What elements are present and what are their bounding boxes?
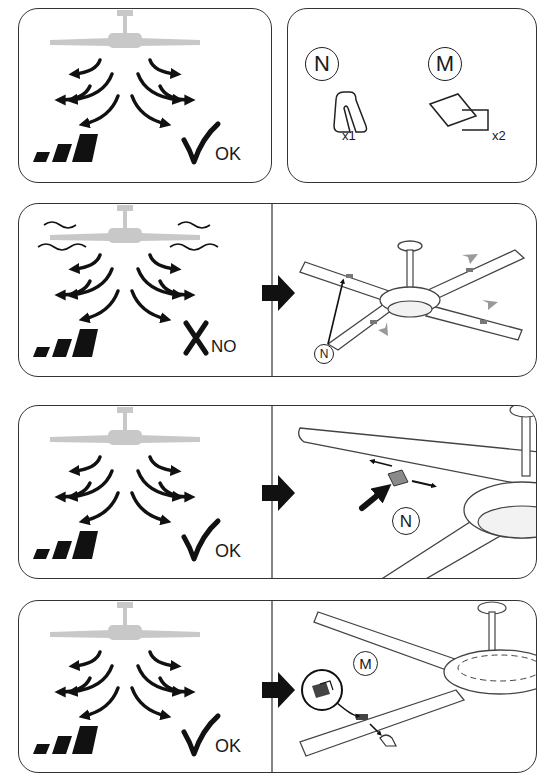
step-panel: NO N [18,203,537,377]
step-panel: x1 x2 N M [287,8,537,183]
move-arrow [372,461,392,466]
fan-blade [428,250,524,300]
clip-spot [370,320,377,324]
part-letter-circle: M [428,47,462,81]
part-letter-circle: N [392,507,420,535]
fan-airflow-group [33,602,218,754]
fan-airflow-icon [33,407,200,559]
leader-arrow [328,281,343,344]
step-arrow [262,672,295,708]
part-letter: N [400,513,412,530]
part-letter: M [436,53,454,75]
clip-spot [466,268,473,272]
step-arrow [262,275,295,311]
pointer-arrow [362,490,384,508]
status-label: NO [211,338,237,355]
balancing-clip [388,470,408,486]
wobble-line [178,222,210,228]
ceiling-cup [510,406,536,417]
fan-airflow-icon [33,205,200,357]
part-letter: N [320,348,329,360]
down-rod [407,250,413,290]
fan-airflow-group [33,407,218,559]
leader-arrow [336,702,358,716]
clip-spot [480,320,487,324]
status-label: x2 [492,129,506,142]
fan-airflow-icon [33,602,200,754]
wobble-line [38,244,86,250]
check-mark [184,521,218,559]
wobble-line [44,222,76,228]
step-panel: OK N [18,405,537,579]
part-letter-circle: M [353,651,378,676]
pointer-arrow [482,300,498,310]
step-arrow [262,475,295,511]
part-letter-circle: N [314,344,334,364]
fan-airflow-group [33,205,218,357]
fan-weight-view [300,602,536,756]
light-cover [478,506,536,538]
part-letter: M [359,656,372,671]
weight-sticker [312,682,330,698]
fan-blade [426,306,522,340]
fan-blade [328,304,392,350]
move-arrow [412,481,434,486]
status-label: OK [215,145,241,163]
part-letter: N [314,53,330,75]
motor-housing [464,482,536,538]
motor-housing [444,650,536,694]
status-label: x1 [342,129,356,142]
status-label: OK [215,542,241,560]
weight-sticker [320,681,333,690]
vent-ring [458,655,536,681]
step-panel: OK [18,8,272,183]
wobble-lines [38,222,218,250]
blade-closeup [299,406,536,578]
fan-airflow-icon [33,10,200,162]
check-mark [184,124,218,162]
status-label: OK [215,737,241,755]
check-mark [184,716,218,754]
weight-spot [356,714,368,720]
fan-blade [300,262,392,302]
pointer-arrow [462,254,478,264]
pointer-arrows [378,254,498,336]
move-arrows [372,461,434,486]
removed-clip [380,735,396,746]
light-cover [388,301,432,317]
balancing-weight [462,110,488,130]
magnifier [302,670,342,710]
part-letter-circle: N [305,47,339,81]
fan-blade [299,428,536,488]
clip-spot [346,274,353,278]
step-panel: OK M [18,600,537,773]
cross-mark [186,323,206,353]
wobble-line [170,244,218,250]
fan-perspective [300,241,524,350]
balancing-clip [334,92,367,132]
down-rod [489,612,495,652]
remove-arrow [370,724,380,734]
pointer-arrow [378,322,388,336]
fan-blade [314,612,458,672]
